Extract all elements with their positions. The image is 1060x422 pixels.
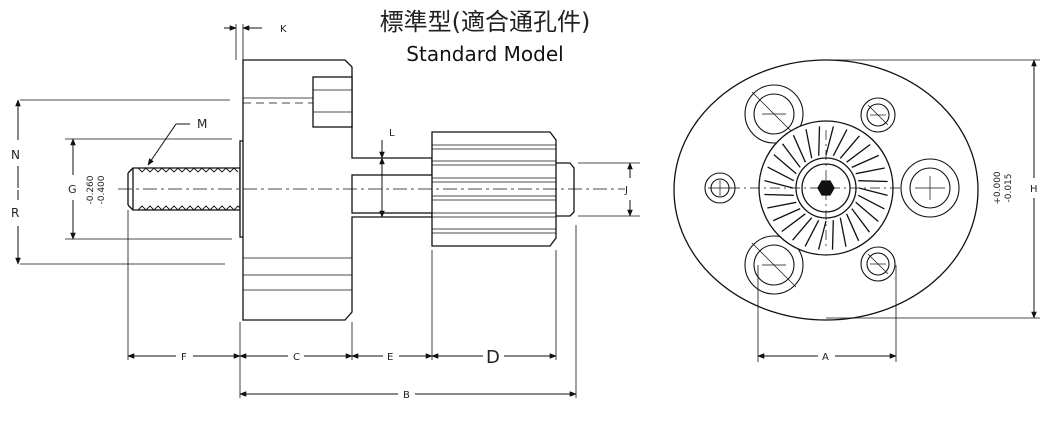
knurl-ray bbox=[781, 143, 801, 168]
dim-label-h: H bbox=[1030, 184, 1038, 195]
knurl-ray bbox=[764, 193, 794, 196]
knurl-ray bbox=[858, 187, 888, 197]
pin-tip bbox=[556, 162, 575, 217]
knurl-ray bbox=[858, 180, 888, 183]
dim-label-j: J bbox=[624, 185, 628, 196]
knurl-ray bbox=[805, 129, 813, 159]
knurl-ray bbox=[851, 154, 880, 168]
g-tolerance-lower: -0.400 bbox=[97, 175, 107, 204]
dim-label-k: K bbox=[280, 24, 287, 35]
knurl-ray bbox=[839, 135, 860, 159]
knurl-ray bbox=[839, 217, 847, 247]
g-tolerance-upper: -0.260 bbox=[86, 175, 96, 204]
diagram-title-english: Standard Model bbox=[406, 42, 564, 66]
knurl-ray bbox=[855, 201, 879, 222]
dimension-lines bbox=[15, 25, 633, 397]
diagram-title-chinese: 標準型(適合通孔件) bbox=[379, 8, 591, 36]
knurl-ray bbox=[817, 220, 827, 250]
dim-label-n: N bbox=[11, 148, 20, 162]
dim-label-l: L bbox=[389, 128, 395, 139]
h-tolerance-lower: -0.015 bbox=[1004, 173, 1014, 202]
knurl-ray bbox=[792, 217, 813, 241]
dim-label-f: F bbox=[181, 352, 187, 363]
knurl-ray bbox=[781, 213, 806, 233]
dim-label-a: A bbox=[822, 352, 829, 363]
knurl-ray bbox=[857, 194, 885, 210]
knurl-ray bbox=[804, 219, 820, 247]
knurl-ray bbox=[851, 208, 871, 233]
knurl-ray bbox=[855, 167, 885, 175]
knurl-ray bbox=[773, 154, 797, 175]
knurl-ray-marks bbox=[764, 126, 888, 250]
knurl-ray bbox=[764, 179, 794, 189]
thread-teeth bbox=[137, 167, 243, 211]
knurl-ray bbox=[772, 208, 801, 222]
m-leader bbox=[147, 123, 190, 166]
dim-label-b: B bbox=[403, 390, 410, 401]
knurl-ray bbox=[825, 126, 835, 156]
counterbore-pocket bbox=[312, 76, 353, 128]
side-view bbox=[118, 59, 625, 321]
dim-label-d: D bbox=[486, 347, 500, 368]
dim-label-r: R bbox=[11, 206, 19, 220]
knurl-ray bbox=[832, 129, 848, 157]
knurl-ray bbox=[767, 166, 795, 182]
knurl-ray bbox=[846, 213, 860, 242]
knurl-ray bbox=[846, 143, 871, 163]
dim-label-e: E bbox=[387, 352, 393, 363]
knurl-ray bbox=[818, 126, 821, 156]
knurl-ray bbox=[767, 201, 797, 209]
hole-center-marks bbox=[708, 91, 945, 288]
front-view bbox=[673, 59, 979, 321]
front-dimension-lines bbox=[757, 59, 1040, 362]
dim-label-m: M bbox=[197, 117, 207, 131]
knurl-ray bbox=[831, 220, 834, 250]
knurl-grooves bbox=[432, 144, 556, 234]
dim-label-c: C bbox=[293, 352, 300, 363]
knurl-ray bbox=[792, 134, 806, 163]
mount-holes bbox=[704, 84, 960, 295]
dim-label-g: G bbox=[68, 183, 77, 196]
h-tolerance-upper: +0.000 bbox=[993, 171, 1003, 205]
